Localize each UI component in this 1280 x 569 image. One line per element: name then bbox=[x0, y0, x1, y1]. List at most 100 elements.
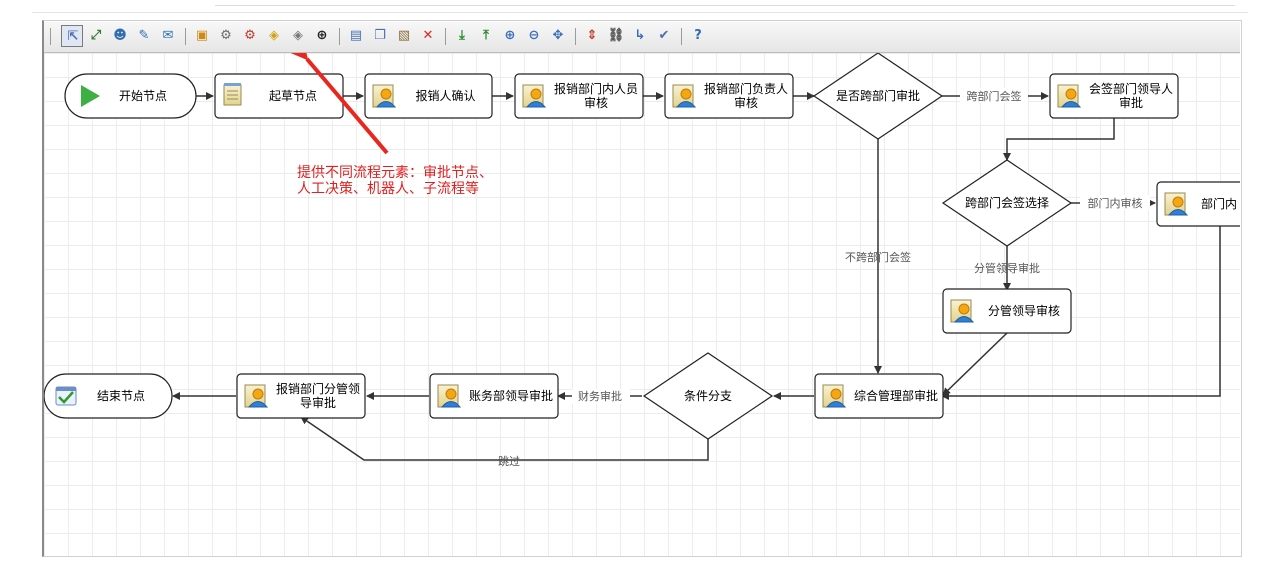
node-start[interactable]: 开始节点 bbox=[64, 73, 197, 119]
toolbar-distribute-button[interactable]: ⇕ bbox=[581, 25, 603, 47]
toolbar-separator bbox=[681, 28, 682, 45]
arrow-up-icon: ⤒ bbox=[483, 28, 489, 43]
toolbar-separator bbox=[445, 28, 446, 45]
toolbar-decision-alt-button[interactable]: ◈ bbox=[287, 25, 309, 47]
node-finance-leader[interactable]: 账务部领导审批 bbox=[429, 373, 559, 419]
toolbar-paste-button[interactable]: ▧ bbox=[393, 25, 415, 47]
node-claimant-confirm-label-line1: 报销人确认 bbox=[415, 88, 475, 103]
toolbar: ⇱ ⤢ ☻ ✎ ✉ ▣ ⚙ ⚙ ◈ ◈ ⊕ ▤ ❐ ▧ ✕ ⤓ ⤒ ⊕ ⊖ ✥ ⇕ ⛓ ↳ ✔? bbox=[44, 22, 1240, 53]
node-countersign-select[interactable]: 跨部门会签选择 bbox=[941, 159, 1073, 247]
edge-supervisor-admin bbox=[942, 331, 1009, 396]
toolbar-validate-button[interactable]: ✔ bbox=[653, 25, 675, 47]
copy-icon: ❐ bbox=[374, 28, 386, 43]
node-dept-inner[interactable]: 部门内 bbox=[1156, 181, 1248, 227]
designer-frame bbox=[42, 20, 1242, 557]
node-dept-inner-label-line1: 部门内 bbox=[1201, 196, 1237, 211]
connector-line-icon: ⤢ bbox=[90, 28, 102, 43]
toolbar-help-button[interactable]: ? bbox=[687, 25, 709, 47]
toolbar-link-button[interactable]: ⛓ bbox=[605, 25, 627, 47]
node-dept-staff-review-label-line2: 审核 bbox=[584, 95, 608, 110]
toolbar-zoom-in-button[interactable]: ⊕ bbox=[499, 25, 521, 47]
person-task-icon bbox=[522, 84, 547, 108]
toolbar-select-pointer-button[interactable]: ⇱ bbox=[61, 25, 83, 47]
edge-label-supervisor: 分管领导审批 bbox=[974, 261, 1040, 275]
fit-view-icon: ✥ bbox=[552, 28, 564, 43]
node-claimant-confirm[interactable]: 报销人确认 bbox=[364, 73, 493, 119]
plus-circle-icon: ⊕ bbox=[316, 28, 328, 43]
toolbar-delete-button[interactable]: ✕ bbox=[417, 25, 439, 47]
arrow-down-icon: ⤓ bbox=[459, 28, 465, 43]
notepad-icon bbox=[223, 83, 242, 106]
zoom-in-icon: ⊕ bbox=[504, 28, 516, 43]
person-task-icon bbox=[244, 384, 269, 408]
pencil-task-icon: ✎ bbox=[138, 28, 150, 43]
person-task-icon: ☻ bbox=[113, 28, 127, 43]
toolbar-add-node-button[interactable]: ⊕ bbox=[311, 25, 333, 47]
node-cross-dept-decision[interactable]: 是否跨部门审批 bbox=[812, 52, 944, 140]
node-supervisor-approve[interactable]: 分管领导审核 bbox=[942, 288, 1072, 334]
toolbar-decision-button[interactable]: ◈ bbox=[263, 25, 285, 47]
toolbar-copy-button[interactable]: ❐ bbox=[369, 25, 391, 47]
node-dept-supervisor-label-line1: 报销部门分管领 bbox=[276, 381, 360, 396]
diamond-alt-icon: ◈ bbox=[293, 28, 303, 43]
document-icon: ▤ bbox=[349, 28, 363, 43]
person-task-icon bbox=[950, 299, 975, 323]
node-end[interactable]: 结束节点 bbox=[43, 373, 173, 419]
edge-inner-admin bbox=[941, 225, 1221, 400]
gear-lock-icon: ⚙ bbox=[244, 28, 256, 43]
toolbar-robot-alt-button[interactable]: ⚙ bbox=[239, 25, 261, 47]
gear-icon: ⚙ bbox=[220, 28, 232, 43]
paste-icon: ▧ bbox=[397, 28, 411, 43]
diamond-icon: ◈ bbox=[269, 28, 279, 43]
person-task-icon bbox=[1164, 192, 1189, 216]
top-edge bbox=[32, 0, 1248, 13]
help-icon: ? bbox=[694, 28, 702, 43]
toolbar-zoom-out-button[interactable]: ⊖ bbox=[523, 25, 545, 47]
toolbar-subprocess-button[interactable]: ▣ bbox=[191, 25, 213, 47]
node-dept-supervisor-label-line2: 导审批 bbox=[300, 395, 336, 410]
annotation-arrow bbox=[289, 40, 389, 155]
toolbar-separator bbox=[339, 28, 340, 45]
person-task-icon bbox=[822, 384, 847, 408]
toolbar-fit-button[interactable]: ✥ bbox=[547, 25, 569, 47]
route-arrow-icon: ↳ bbox=[634, 28, 646, 43]
node-admin-approve[interactable]: 综合管理部审批 bbox=[814, 373, 944, 419]
toolbar-separator bbox=[575, 28, 576, 45]
flow-diagram[interactable]: 跨部门会签 部门内审核 不跨部门会签 分管领导审批 财务审批 跳过 开始节点 起… bbox=[43, 40, 1248, 556]
node-branch-label: 条件分支 bbox=[684, 389, 732, 403]
chain-link-icon: ⛓ bbox=[607, 28, 625, 43]
edge-label-finance: 财务审批 bbox=[578, 389, 622, 403]
edge-label-no-cross: 不跨部门会签 bbox=[845, 250, 911, 264]
toolbar-properties-button[interactable]: ▤ bbox=[345, 25, 367, 47]
toolbar-robot-button[interactable]: ⚙ bbox=[215, 25, 237, 47]
play-icon bbox=[81, 85, 100, 107]
edge-branch-skip bbox=[300, 416, 709, 461]
cursor-arrow-icon: ⇱ bbox=[67, 29, 79, 44]
person-task-icon bbox=[372, 84, 397, 108]
node-dept-head-review-label-line1: 报销部门负责人 bbox=[704, 81, 788, 96]
delete-x-icon: ✕ bbox=[422, 28, 434, 43]
node-dept-head-review-label-line2: 审核 bbox=[734, 95, 758, 110]
toolbar-route-button[interactable]: ↳ bbox=[629, 25, 651, 47]
node-draft-label: 起草节点 bbox=[269, 89, 317, 103]
toolbar-human-task-button[interactable]: ☻ bbox=[109, 25, 131, 47]
node-countersign-leader-label-line2: 审批 bbox=[1119, 95, 1143, 110]
node-finance-leader-label-line1: 账务部领导审批 bbox=[469, 388, 553, 403]
node-draft[interactable]: 起草节点 bbox=[214, 73, 344, 119]
toolbar-align-top-button[interactable]: ⤒ bbox=[475, 25, 497, 47]
edge-labels: 跨部门会签 部门内审核 不跨部门会签 分管领导审批 财务审批 跳过 bbox=[498, 88, 1150, 468]
node-branch[interactable]: 条件分支 bbox=[642, 352, 774, 440]
node-supervisor-approve-label-line1: 分管领导审核 bbox=[988, 303, 1060, 318]
toolbar-edit-task-button[interactable]: ✎ bbox=[133, 25, 155, 47]
toolbar-connector-button[interactable]: ⤢ bbox=[85, 25, 107, 47]
flow-canvas[interactable]: 跨部门会签 部门内审核 不跨部门会签 分管领导审批 财务审批 跳过 开始节点 起… bbox=[43, 40, 1248, 556]
node-admin-approve-label-line1: 综合管理部审批 bbox=[854, 388, 938, 403]
toolbar-align-bottom-button[interactable]: ⤓ bbox=[451, 25, 473, 47]
toolbar-mail-task-button[interactable]: ✉ bbox=[157, 25, 179, 47]
annotation-line2: 人工决策、机器人、子流程等 bbox=[297, 180, 479, 197]
person-task-icon bbox=[437, 384, 462, 408]
